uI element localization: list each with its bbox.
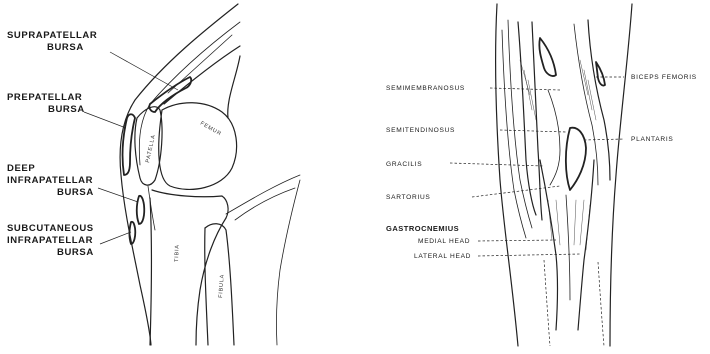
tibial-plateau: [152, 190, 228, 218]
leg-outline-medial: [496, 4, 518, 346]
medial-hamstring-belly: [539, 38, 556, 76]
muscle-hatching: [520, 60, 596, 250]
suprapatellar-leader: [110, 52, 178, 90]
femur-label: FEMUR: [199, 121, 222, 138]
sagittal-knee-diagram: PATELLA FEMUR TIBIA FIBULA SUPRAPATELLAR…: [7, 4, 300, 345]
sartorius-label: SARTORIUS: [386, 194, 431, 201]
gracilis-dashed-course: [450, 163, 544, 166]
popliteal-fossa: [548, 90, 560, 185]
tibia-label: TIBIA: [174, 244, 181, 262]
deep-infrapatellar-bursa-label: DEEP INFRAPATELLAR BURSA: [7, 163, 96, 198]
gracilis-label: GRACILIS: [386, 161, 422, 168]
lateral-head-dashed-course: [478, 254, 580, 256]
posterior-skin-outline: [226, 175, 300, 214]
gastrocnemius-center: [566, 195, 570, 300]
femur-shaft-back: [228, 56, 240, 118]
plantaris-muscle: [566, 128, 586, 190]
semitendinosus-label: SEMITENDINOSUS: [386, 127, 455, 134]
biceps-femoris-label: BICEPS FEMORIS: [631, 74, 697, 81]
plantaris-dashed-course: [584, 139, 624, 140]
patella-label: PATELLA: [145, 134, 157, 164]
deep-infrapatellar-bursa: [137, 196, 145, 224]
gastrocnemius-lateral-head: [578, 160, 594, 330]
prepatellar-bursa-label: PREPATELLAR BURSA: [7, 92, 86, 115]
gastrocnemius-medial-head: [540, 160, 558, 330]
semimembranosus-dashed-course: [490, 88, 560, 90]
subcutaneous-infrapatellar-bursa: [130, 222, 136, 244]
biceps-femoris-muscle: [588, 20, 610, 180]
lower-leg-dashed-contours: [544, 260, 604, 346]
plantaris-label: PLANTARIS: [631, 136, 673, 143]
biceps-femoris-belly: [596, 62, 605, 86]
medial-head-label: MEDIAL HEAD: [418, 238, 470, 245]
femur-shaft-front: [164, 46, 240, 104]
deep-infrapatellar-leader: [98, 188, 138, 202]
femoral-condyle: [159, 103, 237, 190]
subcutaneous-infrapatellar-leader: [100, 232, 131, 244]
posterior-knee-diagram: SEMIMEMBRANOSUS SEMITENDINOSUS GRACILIS …: [386, 4, 697, 346]
leg-outline-lateral: [610, 4, 632, 346]
tibia-anterior: [150, 198, 152, 345]
prepatellar-leader: [84, 112, 126, 128]
calf-outline: [276, 180, 300, 345]
gastrocnemius-label: GASTROCNEMIUS: [386, 224, 459, 233]
sartorius-muscle: [502, 30, 526, 238]
subcutaneous-infrapatellar-bursa-label: SUBCUTANEOUS INFRAPATELLAR BURSA: [7, 223, 97, 258]
fibula-label: FIBULA: [218, 274, 226, 298]
fibula-back: [205, 228, 208, 345]
suprapatellar-bursa-label: SUPRAPATELLAR BURSA: [7, 30, 101, 53]
semitendinosus-dashed-course: [500, 130, 566, 132]
medial-head-dashed-course: [478, 240, 556, 241]
semimembranosus-label: SEMIMEMBRANOSUS: [386, 85, 465, 92]
lateral-head-label: LATERAL HEAD: [414, 253, 471, 260]
